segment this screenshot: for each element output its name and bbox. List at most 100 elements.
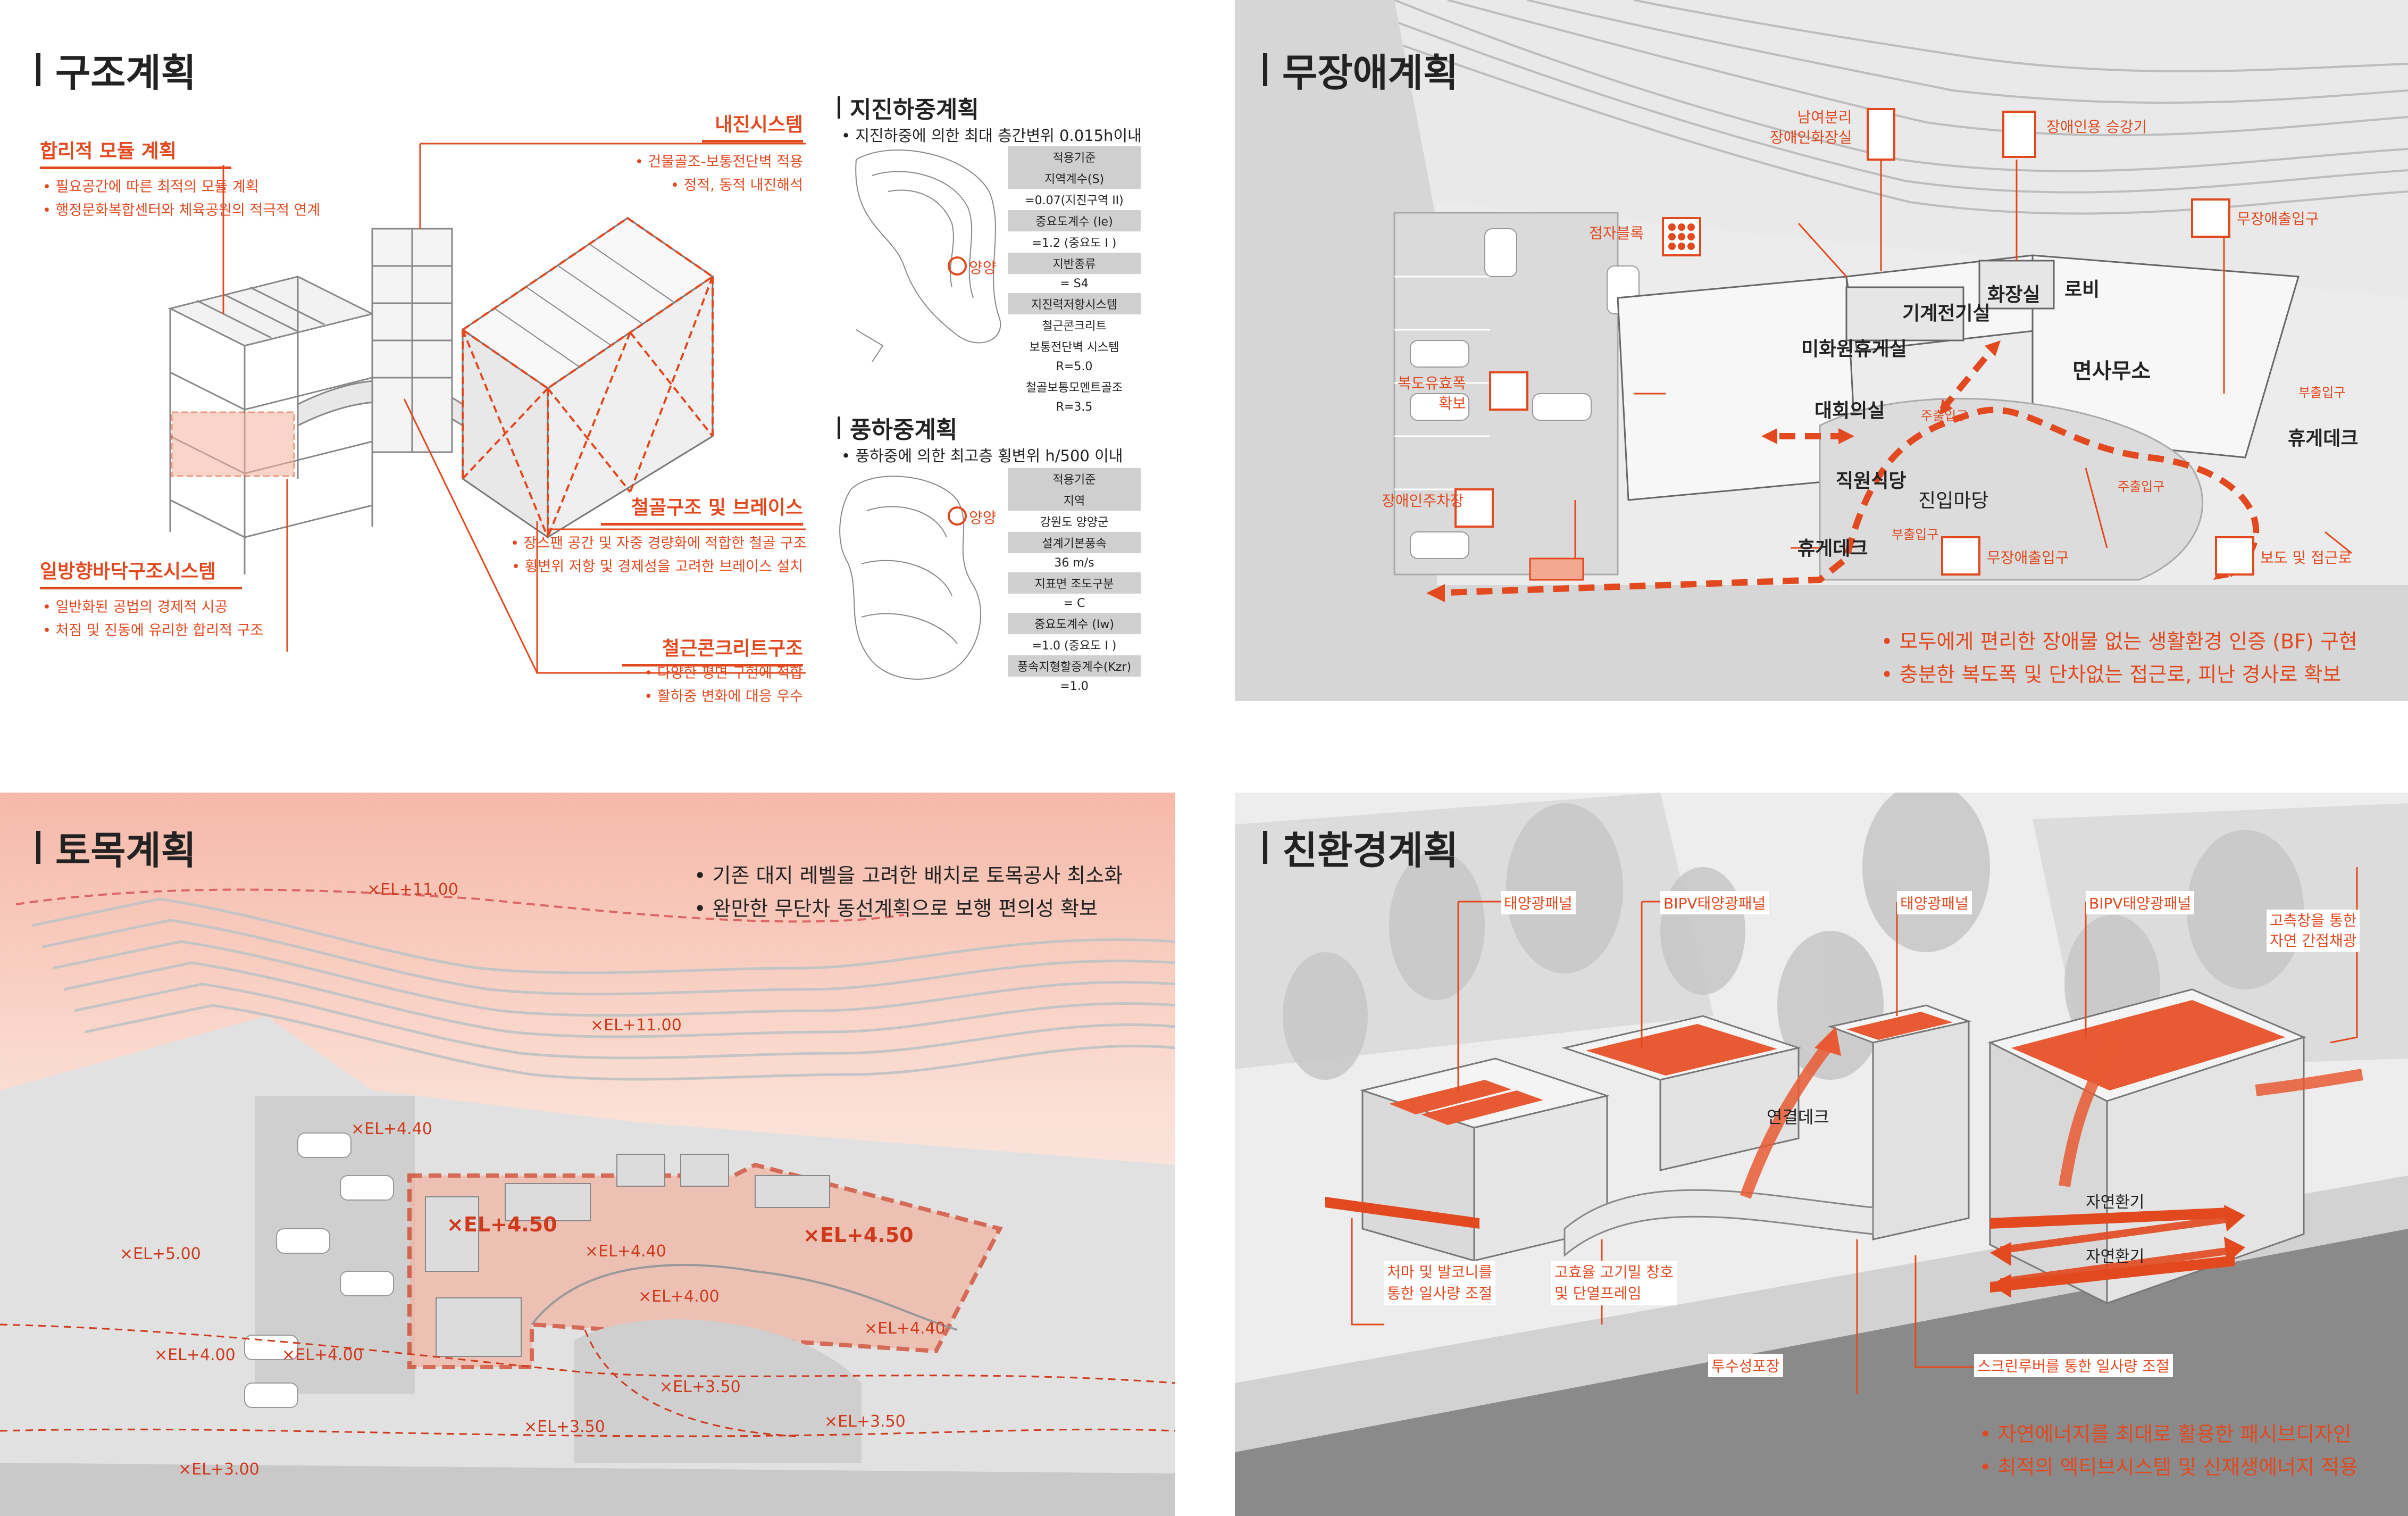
sub-entrance: 부출입구 bbox=[1892, 527, 1939, 542]
modular-heading: 합리적 모듈 계획 bbox=[40, 136, 231, 169]
civil-panel: 토목계획 • 기존 대지 레벨을 고려한 배치로 토목공사 최소화 • 완만한 … bbox=[0, 793, 1175, 1516]
spec-row: 철골보통모멘트골조 bbox=[1008, 376, 1141, 397]
office-label: 면사무소 bbox=[2072, 359, 2151, 384]
level-8: ×EL+4.00 bbox=[638, 1287, 720, 1306]
lounge-label: 미화원휴게실 bbox=[1801, 338, 1907, 360]
spec-row: 지표면 조도구분 bbox=[1008, 572, 1141, 594]
braille-block-label: 점자블록 bbox=[1589, 224, 1644, 242]
accessible-parking-label: 장애인주차장 bbox=[1382, 492, 1464, 510]
spec-row: R=3.5 bbox=[1008, 397, 1141, 417]
spec-row: = C bbox=[1008, 594, 1141, 613]
seismic-map-label: 양양 bbox=[969, 259, 997, 277]
spec-cell: = C bbox=[1063, 596, 1085, 610]
spec-cell: 풍속지형할증계수(Kzr) bbox=[1008, 655, 1141, 677]
level-5: ×EL+4.50 bbox=[447, 1213, 557, 1236]
spec-cell: 중요도계수 (Ie) bbox=[1008, 210, 1141, 231]
spec-cell: =1.2 (중요도 I ) bbox=[1032, 237, 1117, 250]
spec-cell: 적용기준 bbox=[1008, 146, 1141, 168]
spec-cell: 지표면 조도구분 bbox=[1008, 572, 1141, 594]
machine-room-label: 기계전기실 bbox=[1902, 303, 1991, 324]
spec-cell: 적용기준 bbox=[1008, 468, 1141, 489]
spec-cell: =0.07(지진구역 II) bbox=[1025, 194, 1124, 207]
seismic-bullet-1: • 건물골조-보통전단벽 적용 bbox=[634, 154, 803, 170]
structure-drawing bbox=[168, 143, 1001, 680]
eaves-label: 처마 및 발코니를 통한 일사량 조절 bbox=[1384, 1261, 1496, 1305]
deck-right-label: 휴게데크 bbox=[2288, 428, 2359, 449]
plaza-label: 진입마당 bbox=[1918, 490, 1989, 512]
restroom-label: 화장실 bbox=[1987, 284, 2041, 306]
civil-title: 토목계획 bbox=[36, 819, 196, 875]
spec-row: 설계기본풍속 bbox=[1008, 532, 1141, 553]
spec-row: 풍속지형할증계수(Kzr) bbox=[1008, 655, 1141, 677]
vent-label-2: 자연환기 bbox=[2086, 1247, 2145, 1266]
spec-cell: 지역계수(S) bbox=[1008, 168, 1141, 189]
barrier-free-title: 무장애계획 bbox=[1263, 41, 1458, 97]
rc-heading: 철근콘크리트구조 bbox=[622, 633, 803, 667]
wind-map-label: 양양 bbox=[969, 509, 997, 527]
spec-cell: =1.0 bbox=[1060, 679, 1089, 693]
canteen-label: 직원식당 bbox=[1836, 470, 1907, 492]
spec-cell: = S4 bbox=[1060, 277, 1089, 290]
main-entrance-1: 주출입구 bbox=[1921, 409, 1968, 423]
elevator-label: 장애인용 승강기 bbox=[2046, 118, 2147, 136]
spec-row: 지반종류 bbox=[1008, 253, 1141, 274]
eco-bullet-2: • 최적의 엑티브시스템 및 신재생에너지 적용 bbox=[1979, 1455, 2359, 1479]
eco-bullet-1: • 자연에너지를 최대로 활용한 패시브디자인 bbox=[1979, 1422, 2352, 1446]
spec-row: 지역 bbox=[1008, 489, 1141, 511]
lobby-label: 로비 bbox=[2064, 279, 2100, 301]
bf-bullet-2: • 충분한 복도폭 및 단차없는 접근로, 피난 경사로 확보 bbox=[1881, 663, 2342, 686]
civil-bullet-1: • 기존 대지 레벨을 고려한 배치로 토목공사 최소화 bbox=[694, 864, 1123, 887]
steel-bullet-1: • 장스팬 공간 및 자중 경량화에 적합한 철골 구조 bbox=[511, 535, 807, 552]
louver-label: 스크린루버를 통한 일사량 조절 bbox=[1974, 1354, 2173, 1377]
slab-bullet-2: • 처짐 및 진동에 유리한 합리적 구조 bbox=[43, 622, 264, 639]
solar-panel-label-2: 태양광패널 bbox=[1897, 891, 1972, 914]
title-text: 구조계획 bbox=[55, 51, 196, 95]
spec-cell: 지반종류 bbox=[1008, 253, 1141, 274]
spec-cell: R=5.0 bbox=[1056, 360, 1093, 373]
spec-cell: 철골보통모멘트골조 bbox=[1025, 381, 1123, 395]
exit-top-label: 무장애출입구 bbox=[2237, 210, 2319, 228]
spec-row: 강원도 양양군 bbox=[1008, 511, 1141, 532]
eco-title-text: 친환경계획 bbox=[1282, 828, 1459, 873]
spec-row: =1.0 (중요도 I ) bbox=[1008, 634, 1141, 655]
slab-bullet-1: • 일반화된 공법의 경제적 시공 bbox=[43, 599, 228, 615]
eco-drawing bbox=[1235, 793, 2408, 1516]
wind-load-heading-text: 풍하중계획 bbox=[850, 417, 958, 444]
rc-bullet-2: • 활하중 변화에 대응 우수 bbox=[644, 688, 803, 705]
spec-cell: =1.0 (중요도 I ) bbox=[1032, 639, 1117, 653]
solar-panel-label-1: 태양광패널 bbox=[1501, 891, 1576, 914]
level-12: ×EL+3.50 bbox=[659, 1378, 741, 1396]
steel-bullet-2: • 횡변위 저항 및 경제성을 고려한 브레이스 설치 bbox=[512, 559, 803, 575]
spec-row: =0.07(지진구역 II) bbox=[1008, 189, 1141, 210]
spec-row: =1.2 (중요도 I ) bbox=[1008, 231, 1141, 253]
spec-row: 적용기준 bbox=[1008, 146, 1141, 168]
spec-row: 지진력저항시스템 bbox=[1008, 293, 1141, 314]
walkway-label: 보도 및 접근로 bbox=[2260, 549, 2352, 567]
level-11: ×EL+4.00 bbox=[282, 1346, 363, 1364]
spec-row: 36 m/s bbox=[1008, 553, 1141, 572]
deck-label: 연결데크 bbox=[1767, 1107, 1829, 1127]
spec-cell: 36 m/s bbox=[1054, 556, 1094, 570]
seismic-load-heading-text: 지진하중계획 bbox=[850, 96, 979, 123]
wind-load-desc: • 풍하중에 의한 최고층 횡변위 h/500 이내 bbox=[841, 447, 1123, 465]
level-9: ×EL+4.40 bbox=[864, 1319, 946, 1338]
level-6: ×EL+4.50 bbox=[803, 1223, 914, 1247]
level-4: ×EL+5.00 bbox=[120, 1245, 201, 1263]
skylight-label: 고측창을 통한 자연 간접채광 bbox=[2267, 910, 2360, 952]
level-2: ×EL+11.00 bbox=[590, 1016, 682, 1035]
spec-cell: 중요도계수 (Iw) bbox=[1008, 613, 1141, 634]
level-1: ×EL+11.00 bbox=[367, 880, 458, 899]
steel-brace-heading: 철골구조 및 브레이스 bbox=[601, 492, 803, 526]
barrier-free-plan bbox=[1235, 0, 2408, 701]
structure-panel: 구조계획 합리적 모듈 계획 • 필요공간에 따른 최적의 모듈 계획 • 행정… bbox=[0, 0, 1205, 742]
spec-cell: R=3.5 bbox=[1056, 400, 1093, 414]
deck-left-label: 휴게데크 bbox=[1797, 538, 1868, 560]
conference-label: 대회의실 bbox=[1815, 400, 1885, 422]
level-14: ×EL+3.50 bbox=[824, 1412, 906, 1431]
level-15: ×EL+3.00 bbox=[178, 1460, 260, 1479]
modular-bullet-2: • 행정문화복합센터와 체육공원의 적극적 연계 bbox=[43, 202, 321, 219]
eco-title: 친환경계획 bbox=[1263, 819, 1458, 875]
level-10: ×EL+4.00 bbox=[154, 1346, 236, 1364]
rc-bullet-1: • 다양한 평면 구현에 적합 bbox=[644, 665, 803, 681]
